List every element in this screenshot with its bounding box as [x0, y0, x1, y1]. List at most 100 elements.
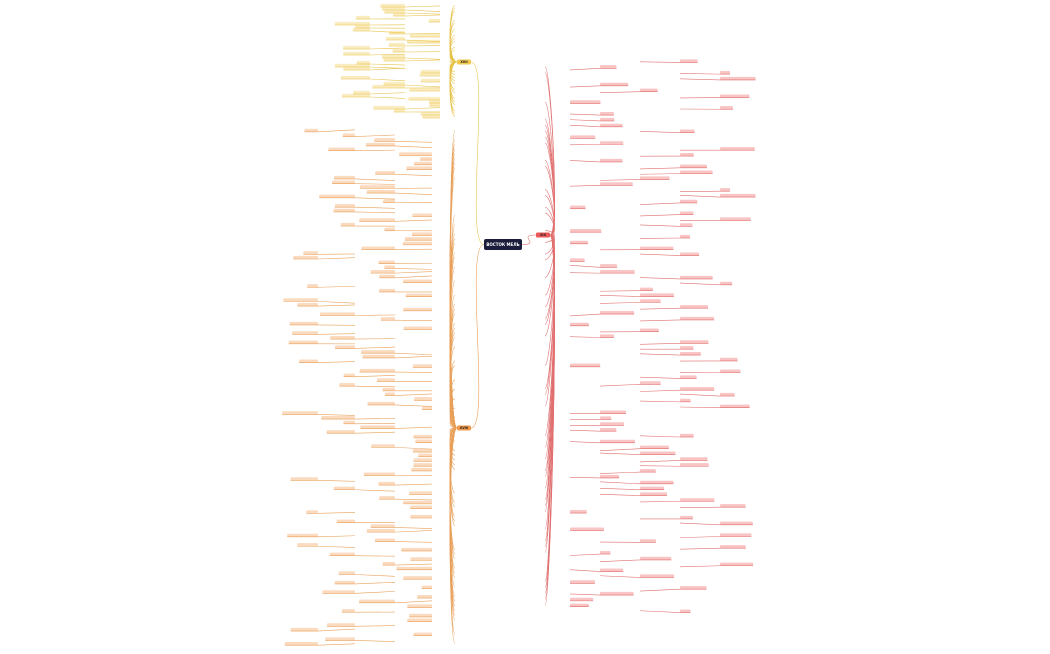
orange-topic-node[interactable] — [361, 246, 395, 249]
red-topic-node[interactable] — [640, 299, 661, 302]
yellow-topic-node[interactable] — [380, 4, 405, 7]
red-topic-node[interactable] — [680, 516, 693, 519]
red-topic-node[interactable] — [680, 235, 690, 238]
orange-topic-node[interactable] — [414, 435, 432, 438]
orange-topic-node[interactable] — [335, 581, 355, 584]
yellow-topic-node[interactable] — [409, 88, 440, 91]
red-topic-node[interactable] — [680, 375, 697, 378]
yellow-topic-node[interactable] — [421, 70, 440, 73]
orange-topic-node[interactable] — [383, 562, 395, 565]
yellow-topic-node[interactable] — [372, 85, 405, 88]
red-topic-node[interactable] — [640, 469, 656, 472]
yellow-topic-node[interactable] — [384, 58, 405, 61]
orange-topic-node[interactable] — [422, 407, 432, 410]
orange-topic-node[interactable] — [407, 619, 432, 622]
red-topic-node[interactable] — [640, 293, 674, 296]
orange-topic-node[interactable] — [360, 425, 395, 428]
orange-topic-node[interactable] — [344, 374, 355, 377]
orange-topic-node[interactable] — [413, 458, 432, 461]
red-topic-node[interactable] — [720, 358, 738, 361]
orange-topic-node[interactable] — [337, 520, 355, 523]
red-topic-node[interactable] — [570, 323, 589, 326]
orange-topic-node[interactable] — [401, 548, 432, 551]
orange-topic-node[interactable] — [403, 242, 432, 245]
red-topic-node[interactable] — [640, 247, 673, 250]
root-node[interactable]: ВОСТОК МЕЛЬ — [484, 239, 522, 250]
orange-topic-node[interactable] — [285, 642, 318, 645]
orange-topic-node[interactable] — [412, 214, 432, 217]
red-topic-node[interactable] — [680, 387, 714, 390]
red-topic-node[interactable] — [680, 317, 714, 320]
yellow-topic-node[interactable] — [429, 100, 440, 103]
red-topic-node[interactable] — [640, 492, 667, 495]
orange-topic-node[interactable] — [381, 317, 395, 320]
yellow-topic-node[interactable] — [356, 16, 370, 19]
red-topic-node[interactable] — [680, 276, 713, 279]
orange-topic-node[interactable] — [306, 510, 318, 513]
orange-topic-node[interactable] — [378, 261, 395, 264]
orange-topic-node[interactable] — [410, 557, 432, 560]
orange-topic-node[interactable] — [328, 148, 355, 151]
orange-topic-node[interactable] — [375, 171, 395, 174]
yellow-topic-node[interactable] — [386, 37, 405, 40]
red-topic-node[interactable] — [680, 153, 694, 156]
red-topic-node[interactable] — [600, 270, 635, 273]
red-topic-node[interactable] — [680, 211, 693, 214]
red-topic-node[interactable] — [680, 252, 699, 255]
yellow-topic-node[interactable] — [420, 73, 440, 76]
orange-topic-node[interactable] — [414, 162, 432, 165]
orange-topic-node[interactable] — [377, 378, 395, 381]
yellow-topic-node[interactable] — [393, 49, 405, 52]
red-topic-node[interactable] — [680, 305, 708, 308]
red-topic-node[interactable] — [570, 135, 595, 138]
yellow-topic-node[interactable] — [342, 94, 370, 97]
red-topic-node[interactable] — [640, 487, 664, 490]
orange-topic-node[interactable] — [330, 336, 355, 339]
red-topic-node[interactable] — [600, 264, 617, 267]
orange-topic-node[interactable] — [293, 256, 318, 259]
yellow-topic-node[interactable] — [408, 97, 440, 100]
red-topic-node[interactable] — [680, 609, 691, 612]
red-topic-node[interactable] — [720, 77, 756, 80]
red-topic-node[interactable] — [640, 329, 659, 332]
red-topic-node[interactable] — [680, 463, 709, 466]
red-topic-node[interactable] — [680, 457, 708, 460]
orange-topic-node[interactable] — [379, 289, 395, 292]
orange-topic-node[interactable] — [332, 181, 355, 184]
orange-topic-node[interactable] — [379, 275, 395, 278]
orange-topic-node[interactable] — [375, 538, 395, 541]
orange-topic-node[interactable] — [384, 265, 395, 268]
red-topic-node[interactable] — [680, 165, 707, 168]
red-topic-node[interactable] — [600, 182, 633, 185]
orange-topic-node[interactable] — [414, 633, 432, 636]
orange-topic-node[interactable] — [304, 129, 318, 132]
orange-topic-node[interactable] — [339, 571, 355, 574]
orange-topic-node[interactable] — [413, 449, 432, 452]
yellow-topic-node[interactable] — [341, 76, 370, 79]
yellow-topic-node[interactable] — [421, 79, 440, 82]
yellow-topic-node[interactable] — [421, 112, 440, 115]
orange-topic-node[interactable] — [415, 440, 432, 443]
red-topic-node[interactable] — [720, 217, 751, 220]
red-topic-node[interactable] — [680, 223, 692, 226]
orange-topic-node[interactable] — [342, 609, 355, 612]
red-topic-node[interactable] — [600, 141, 623, 144]
red-topic-node[interactable] — [600, 65, 616, 68]
yellow-topic-node[interactable] — [353, 91, 370, 94]
yellow-topic-node[interactable] — [429, 103, 440, 106]
red-topic-node[interactable] — [680, 498, 714, 501]
red-topic-node[interactable] — [600, 416, 611, 419]
orange-topic-node[interactable] — [367, 190, 395, 193]
red-topic-node[interactable] — [680, 340, 708, 343]
red-topic-node[interactable] — [600, 440, 635, 443]
orange-topic-node[interactable] — [418, 454, 432, 457]
red-topic-node[interactable] — [720, 94, 749, 97]
orange-topic-node[interactable] — [414, 397, 432, 400]
orange-topic-node[interactable] — [290, 322, 318, 325]
orange-topic-node[interactable] — [378, 482, 395, 485]
red-topic-node[interactable] — [570, 604, 589, 607]
orange-topic-node[interactable] — [413, 364, 432, 367]
red-topic-node[interactable] — [720, 545, 746, 548]
red-topic-node[interactable] — [570, 580, 595, 583]
yellow-topic-node[interactable] — [394, 109, 405, 112]
